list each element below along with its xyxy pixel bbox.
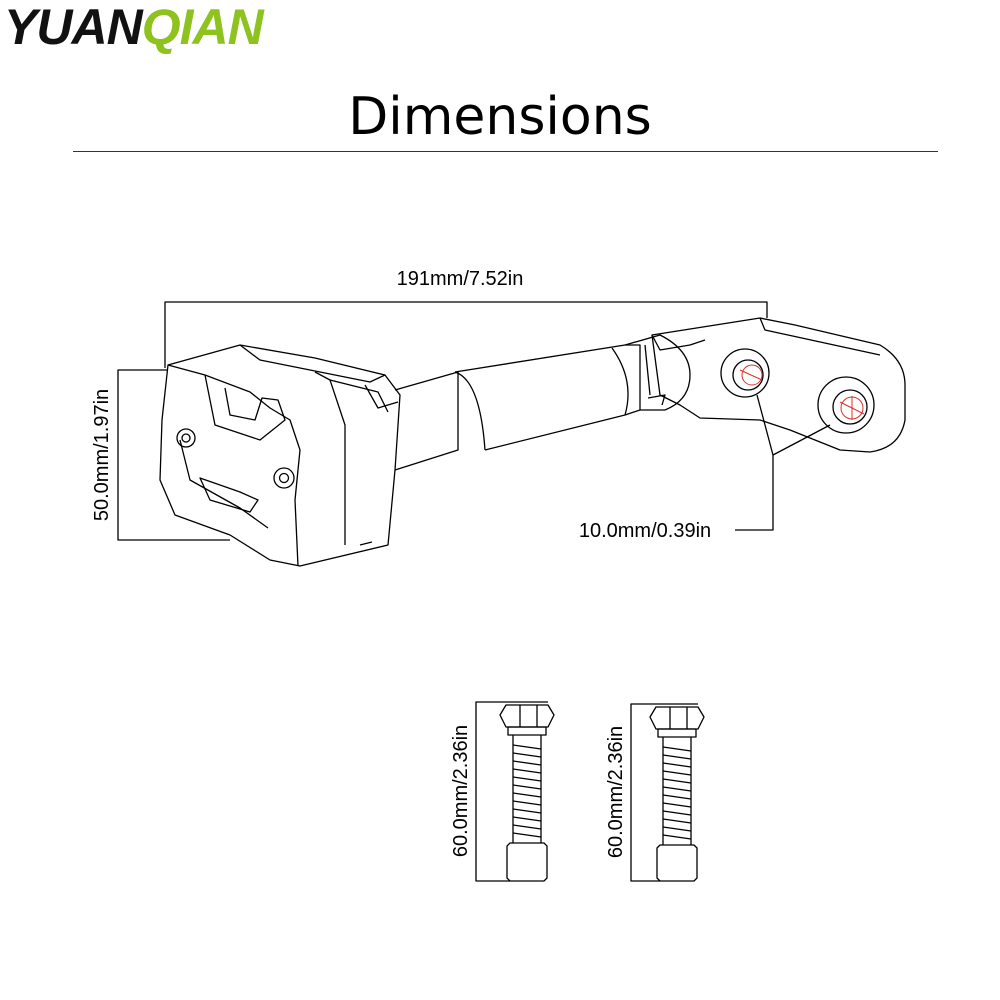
bolt-2-length-label: 60.0mm/2.36in xyxy=(605,726,627,858)
bolt-1-length-label: 60.0mm/2.36in xyxy=(450,725,472,857)
bolt-2 xyxy=(649,706,705,882)
mounting-bracket xyxy=(651,317,906,453)
slider-block xyxy=(159,344,401,567)
bolt-1 xyxy=(499,704,555,882)
brand-logo-text-green: QIAN xyxy=(141,0,264,55)
page-title: Dimensions xyxy=(348,87,652,147)
brand-logo: YUANQIAN xyxy=(4,0,264,55)
brand-logo-text-dark: YUAN xyxy=(4,0,143,55)
height-dimension-label: 50.0mm/1.97in xyxy=(91,389,113,521)
length-dimension-label: 191mm/7.52in xyxy=(397,268,524,290)
length-dimension-line xyxy=(164,301,768,368)
title-divider xyxy=(73,151,938,152)
hole-dimension-label: 10.0mm/0.39in xyxy=(579,520,711,542)
height-dimension-line xyxy=(117,369,230,541)
bolt-1-dimension-line xyxy=(475,701,548,882)
bolt-2-dimension-line xyxy=(630,703,698,882)
slider-shaft xyxy=(394,334,691,471)
hole-center-marks xyxy=(739,364,865,420)
hole-dimension-leader xyxy=(735,394,831,531)
